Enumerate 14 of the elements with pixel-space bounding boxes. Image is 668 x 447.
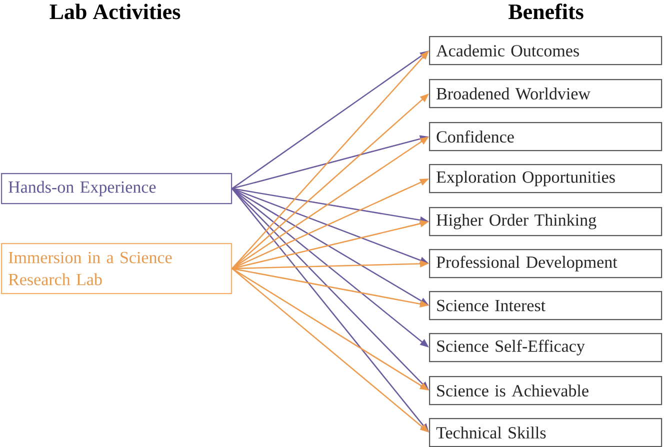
column-heading: Benefits — [508, 4, 584, 20]
benefit-box: Technical Skills — [429, 418, 662, 447]
benefit-box: Broadened Worldview — [429, 79, 662, 108]
activity-box: Hands-on Experience — [1, 173, 232, 204]
benefit-box: Science Interest — [429, 291, 662, 320]
column-heading: Lab Activities — [50, 4, 180, 20]
benefit-box: Professional Development — [429, 249, 662, 278]
benefit-box: Confidence — [429, 122, 662, 152]
activity-box: Immersion in a Science Research Lab — [1, 243, 232, 294]
benefit-box: Science Self-Efficacy — [429, 333, 662, 362]
benefit-box: Exploration Opportunities — [429, 164, 662, 194]
benefit-box: Academic Outcomes — [429, 36, 662, 66]
benefit-box: Higher Order Thinking — [429, 207, 662, 236]
benefit-box: Science is Achievable — [429, 376, 662, 406]
